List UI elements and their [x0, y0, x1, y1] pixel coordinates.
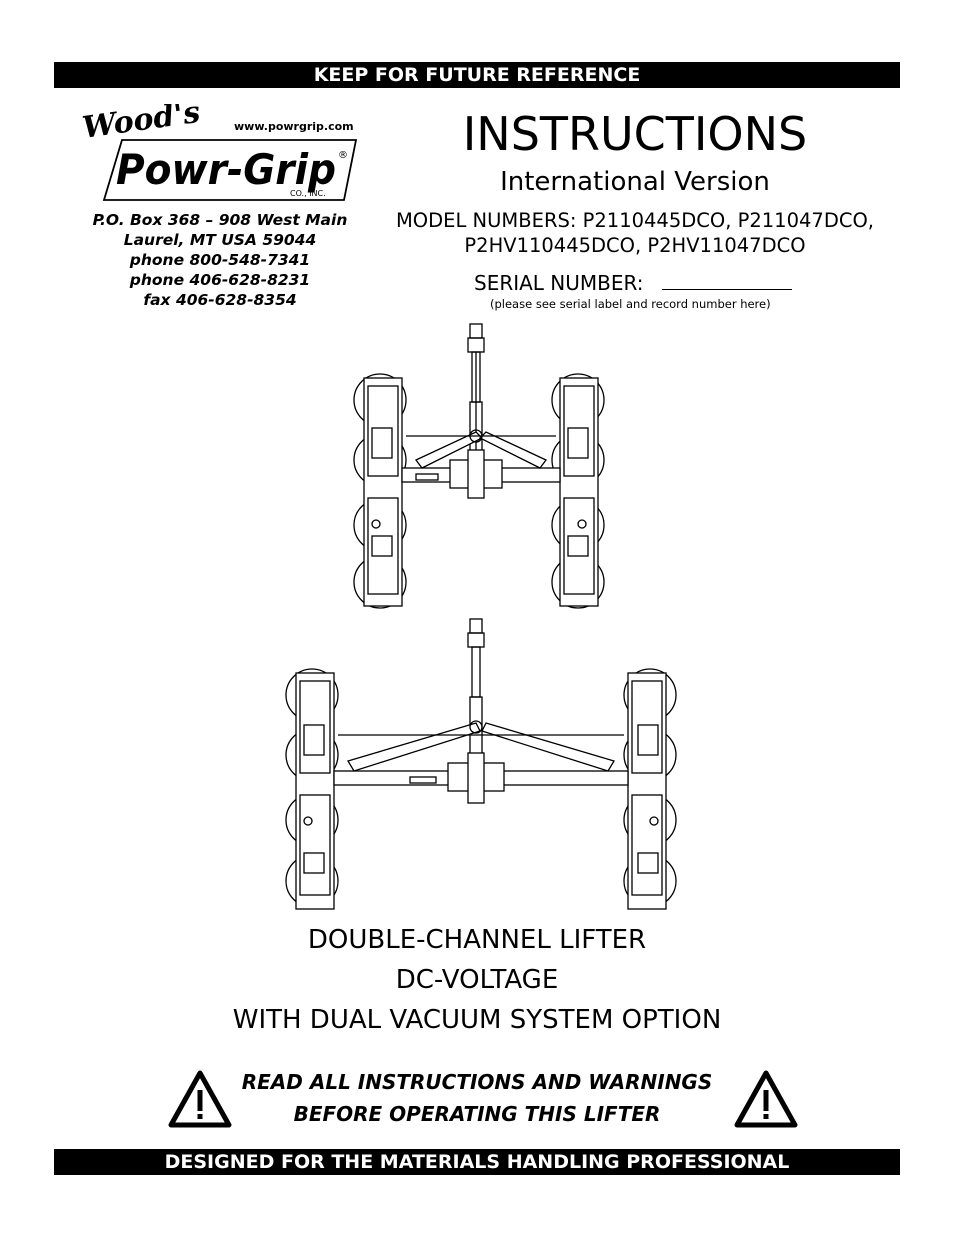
product-descriptions: DOUBLE-CHANNEL LIFTER DC-VOLTAGE WITH DU… — [54, 920, 900, 1040]
logo-company: CO., INC. — [290, 189, 326, 198]
logo-url: www.powrgrip.com — [234, 120, 354, 133]
description-line: DC-VOLTAGE — [395, 965, 559, 995]
warning-triangle-icon — [168, 1070, 232, 1128]
model-numbers: MODEL NUMBERS: P2110445DCO, P211047DCO, … — [380, 208, 890, 258]
logo-registered: ® — [338, 150, 348, 161]
fax-line: fax 406-628-8354 — [143, 291, 297, 309]
warning-triangle-icon — [734, 1070, 798, 1128]
model-numbers-line: P2HV110445DCO, P2HV11047DCO — [464, 234, 806, 257]
phone-line: phone 406-628-8231 — [129, 271, 311, 289]
page-title: INSTRUCTIONS — [462, 107, 808, 161]
serial-number-note: (please see serial label and record numb… — [490, 297, 771, 311]
warning-line: READ ALL INSTRUCTIONS AND WARNINGS — [241, 1070, 713, 1094]
address-line: P.O. Box 368 – 908 West Main — [92, 211, 348, 229]
company-address: P.O. Box 368 – 908 West Main Laurel, MT … — [82, 210, 358, 310]
page-subtitle: International Version — [500, 167, 770, 197]
phone-line: phone 800-548-7341 — [129, 251, 311, 269]
company-logo: Wood's www.powrgrip.com Powr-Grip ® CO.,… — [82, 104, 358, 201]
bottom-banner: DESIGNED FOR THE MATERIALS HANDLING PROF… — [54, 1149, 900, 1175]
serial-number-blank — [661, 271, 792, 290]
lifter-drawing-narrow — [353, 323, 605, 609]
address-line: Laurel, MT USA 59044 — [123, 231, 317, 249]
logo-brand-main: Powr-Grip — [116, 145, 336, 194]
model-numbers-line: MODEL NUMBERS: P2110445DCO, P211047DCO, — [395, 209, 874, 232]
lifter-drawing-wide — [285, 618, 677, 910]
top-banner: KEEP FOR FUTURE REFERENCE — [54, 62, 900, 88]
serial-number: SERIAL NUMBER: — [474, 270, 792, 296]
description-line: DOUBLE-CHANNEL LIFTER — [307, 925, 647, 955]
serial-number-label: SERIAL NUMBER: — [474, 271, 644, 295]
description-line: WITH DUAL VACUUM SYSTEM OPTION — [232, 1005, 722, 1035]
operating-warning: READ ALL INSTRUCTIONS AND WARNINGS BEFOR… — [54, 1066, 900, 1130]
warning-line: BEFORE OPERATING THIS LIFTER — [293, 1102, 661, 1126]
